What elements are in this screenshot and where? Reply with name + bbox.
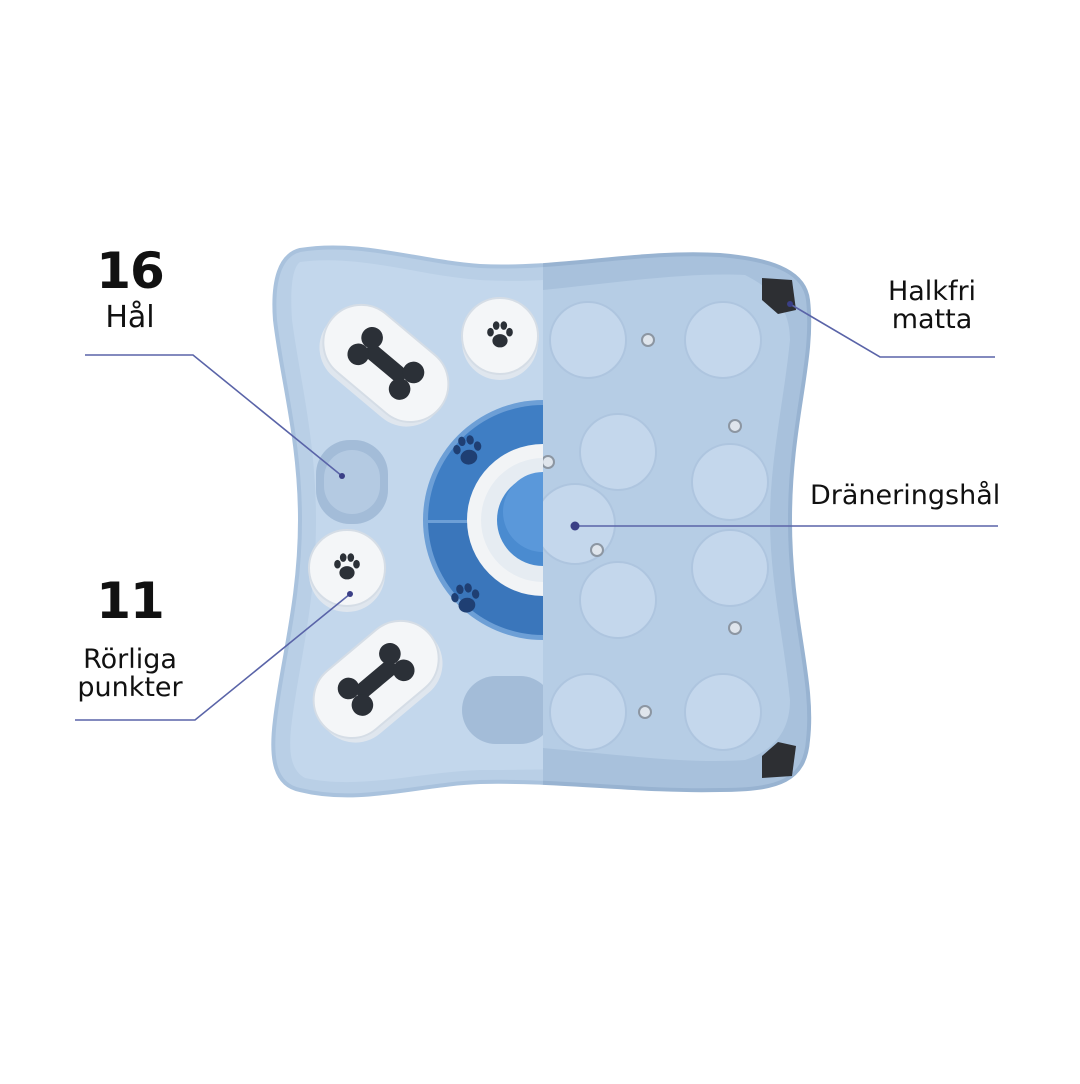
movable-count: 11 — [96, 572, 165, 630]
toy-top-view — [271, 245, 543, 798]
food-hole — [462, 676, 543, 744]
movable-callout: 11 Rörliga punkter — [55, 575, 205, 702]
suction-pads — [543, 301, 769, 751]
holes-label: Hål — [105, 299, 155, 335]
mat-pad-icon — [762, 742, 796, 778]
leader-dots — [339, 301, 793, 597]
rotating-dial — [423, 400, 543, 640]
mat-line2: matta — [891, 304, 973, 336]
screw-icon — [543, 333, 742, 719]
drain-label: Dräneringshål — [810, 480, 1001, 511]
holes-callout: 16 Hål — [70, 245, 190, 333]
movable-label-line1: Rörliga — [83, 643, 177, 675]
mat-line1: Halkfri — [887, 276, 977, 307]
toy-bottom-view — [543, 252, 812, 793]
bone-slider-cap — [319, 303, 450, 427]
movable-label-line2: punkter — [77, 671, 183, 703]
bone-slider-cap — [312, 619, 443, 743]
paw-cap — [308, 529, 386, 612]
leader-lines — [75, 303, 998, 721]
drain-callout: Dräneringshål — [810, 480, 1050, 511]
mat-callout: Halkfri matta — [862, 276, 1002, 336]
holes-count: 16 — [96, 242, 165, 300]
paw-cap — [461, 297, 539, 380]
